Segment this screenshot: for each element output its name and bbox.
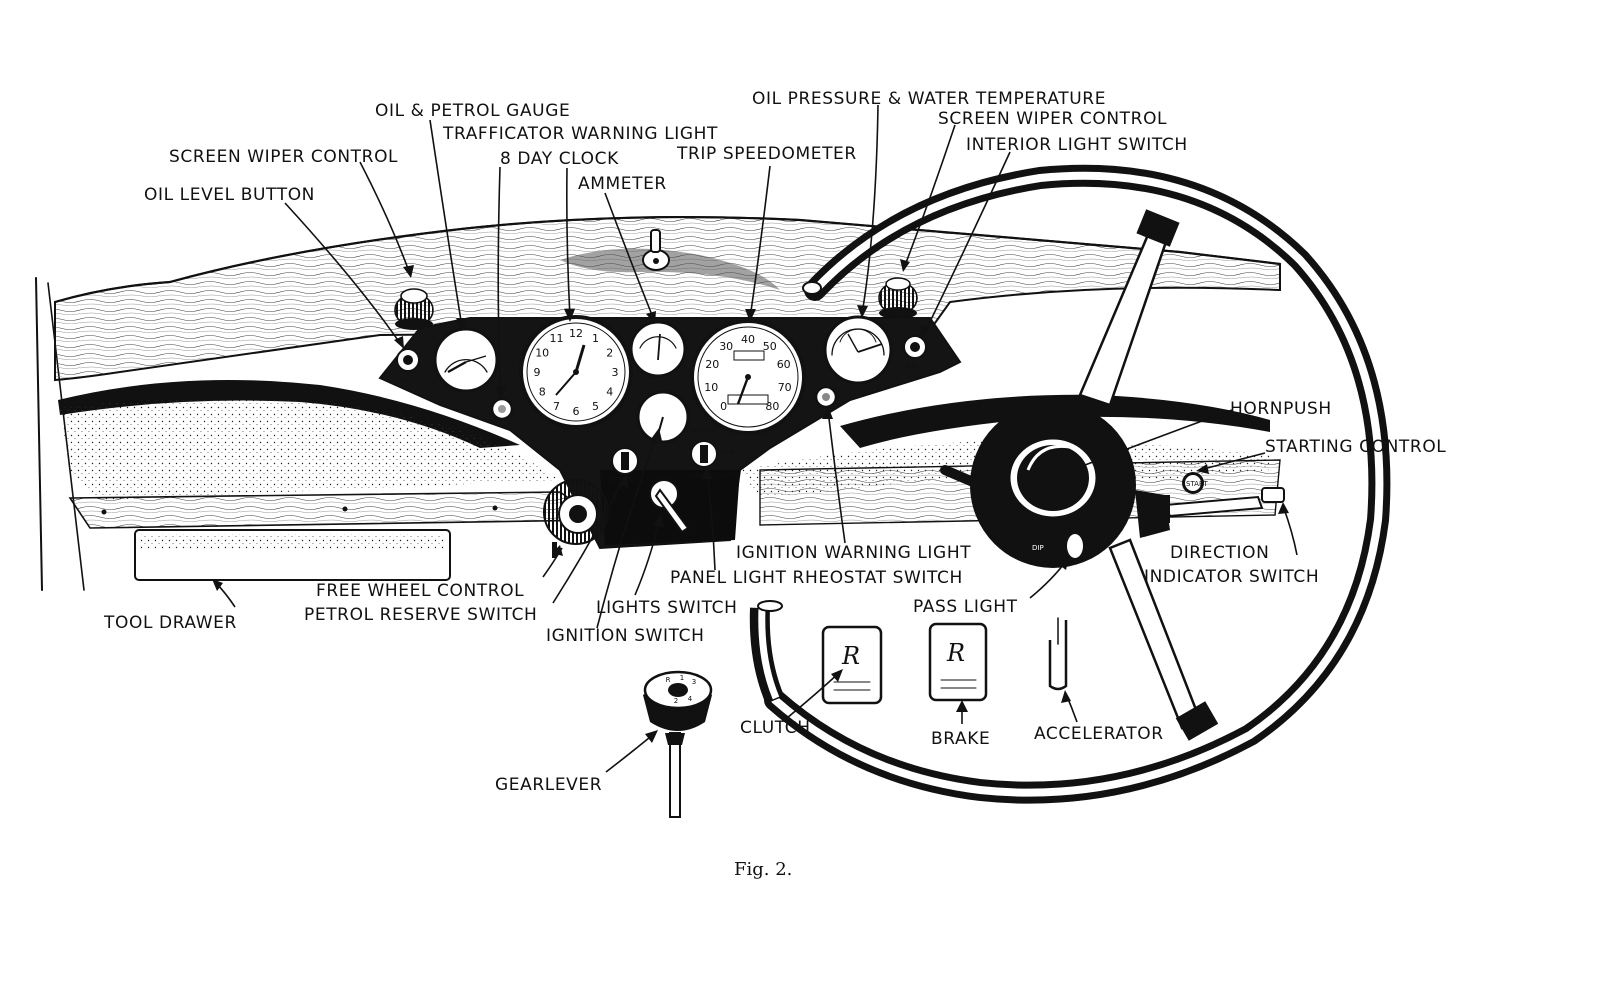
svg-text:BRIGHT: BRIGHT <box>691 427 718 435</box>
label-brake: BRAKE <box>931 729 990 749</box>
trafficator-warning-light <box>490 397 514 421</box>
lights-switch <box>649 479 690 534</box>
direction-indicator-switch <box>1150 487 1285 523</box>
oil-petrol-gauge <box>433 327 499 393</box>
tool-drawer <box>134 529 451 581</box>
free-wheel-control-knob <box>543 479 609 558</box>
figure-caption: Fig. 2. <box>734 859 792 880</box>
label-eight-day-clock: 8 DAY CLOCK <box>500 149 619 169</box>
clock-numeral: 7 <box>553 400 560 413</box>
clock-numeral: 12 <box>569 327 583 340</box>
svg-text:START: START <box>1186 480 1208 488</box>
label-ignition-switch: IGNITION SWITCH <box>546 626 704 646</box>
label-indicator-switch: INDICATOR SWITCH <box>1144 567 1319 587</box>
label-interior-light-switch: INTERIOR LIGHT SWITCH <box>966 135 1188 155</box>
svg-text:DIP: DIP <box>1032 544 1044 552</box>
svg-text:R: R <box>841 642 860 670</box>
clock-numeral: 11 <box>550 332 564 345</box>
brake-pedal: R <box>928 622 988 702</box>
label-screen-wiper-control-right: SCREEN WIPER CONTROL <box>938 109 1167 129</box>
clock-numeral: 5 <box>592 400 599 413</box>
speedo-numeral: 20 <box>705 358 719 371</box>
label-trip-speedometer: TRIP SPEEDOMETER <box>676 144 857 164</box>
top-switch <box>642 229 670 271</box>
direction-dial <box>636 390 690 444</box>
ignition-warning-light <box>814 385 838 409</box>
clock-numeral: 1 <box>592 332 599 345</box>
clock-numeral: 2 <box>606 347 613 360</box>
label-gearlever: GEARLEVER <box>495 775 602 795</box>
leader-lines <box>212 104 1298 773</box>
label-oil-level-button: OIL LEVEL BUTTON <box>144 185 315 205</box>
svg-text:DIM: DIM <box>721 448 735 456</box>
gear-mark: R <box>666 676 671 684</box>
speedo-numeral: 50 <box>763 340 777 353</box>
wooden-fascia <box>53 215 1282 448</box>
speedo-numeral: 80 <box>765 400 779 413</box>
speedo-numeral: 70 <box>778 381 792 394</box>
speedo-numeral: 10 <box>704 381 718 394</box>
oil-pressure-water-temperature-gauge <box>823 315 893 385</box>
clock-numeral: 3 <box>612 366 619 379</box>
clock-numeral: 9 <box>534 366 541 379</box>
label-ignition-warning-light: IGNITION WARNING LIGHT <box>736 543 971 563</box>
clutch-pedal: R <box>821 625 883 705</box>
steering-wheel: DIP <box>749 164 1391 804</box>
clock-numeral: 10 <box>535 347 549 360</box>
label-oil-pressure-water-temperature: OIL PRESSURE & WATER TEMPERATURE <box>752 89 1106 109</box>
svg-text:R: R <box>946 639 965 667</box>
starting-control-button: START <box>1182 472 1208 494</box>
interior-light-switch: INT <box>903 335 927 370</box>
clock-numeral: 6 <box>573 405 580 418</box>
svg-text:PETROL: PETROL <box>607 476 634 484</box>
label-clutch: CLUTCH <box>740 718 811 738</box>
label-direction: DIRECTION <box>1170 543 1269 563</box>
label-free-wheel-control: FREE WHEEL CONTROL <box>316 581 524 601</box>
accelerator-pedal <box>1048 617 1068 691</box>
callout-labels: OIL & PETROL GAUGE TRAFFICATOR WARNING L… <box>103 89 1446 795</box>
oil-level-button: OIL <box>396 348 420 384</box>
label-trafficator-warning-light: TRAFFICATOR WARNING LIGHT <box>442 124 718 144</box>
speedo-numeral: 40 <box>741 333 755 346</box>
label-ammeter: AMMETER <box>578 174 667 194</box>
clock-numeral: 8 <box>539 386 546 399</box>
svg-text:PANEL LIGHTS: PANEL LIGHTS <box>690 472 740 480</box>
gear-mark: 2 <box>674 697 678 705</box>
screen-wiper-knob-left <box>394 288 434 330</box>
ammeter <box>629 320 687 378</box>
speedo-numeral: 0 <box>720 400 727 413</box>
panel-light-rheostat-switch: BRIGHT DIM PANEL LIGHTS <box>690 427 740 480</box>
speedo-numeral: 30 <box>719 340 733 353</box>
label-accelerator: ACCELERATOR <box>1034 724 1164 744</box>
svg-text:INT: INT <box>906 362 918 370</box>
svg-text:OIL: OIL <box>400 376 412 384</box>
gear-mark: 4 <box>688 695 693 703</box>
label-panel-light-rheostat-switch: PANEL LIGHT RHEOSTAT SWITCH <box>670 568 963 588</box>
label-pass-light: PASS LIGHT <box>913 597 1018 617</box>
label-oil-petrol-gauge: OIL & PETROL GAUGE <box>375 101 570 121</box>
screen-wiper-knob-right <box>878 277 918 319</box>
label-lights-switch: LIGHTS SWITCH <box>596 598 737 618</box>
label-starting-control: STARTING CONTROL <box>1265 437 1446 457</box>
label-hornpush: HORNPUSH <box>1230 399 1332 419</box>
speedo-numeral: 60 <box>777 358 791 371</box>
clock-numeral: 4 <box>606 386 613 399</box>
gear-mark: 3 <box>692 678 696 686</box>
gear-mark: 1 <box>680 674 684 682</box>
label-tool-drawer: TOOL DRAWER <box>103 613 237 633</box>
label-screen-wiper-control-left: SCREEN WIPER CONTROL <box>169 147 398 167</box>
petrol-reserve-switch: PETROL <box>607 447 639 484</box>
label-petrol-reserve-switch: PETROL RESERVE SWITCH <box>304 605 537 625</box>
